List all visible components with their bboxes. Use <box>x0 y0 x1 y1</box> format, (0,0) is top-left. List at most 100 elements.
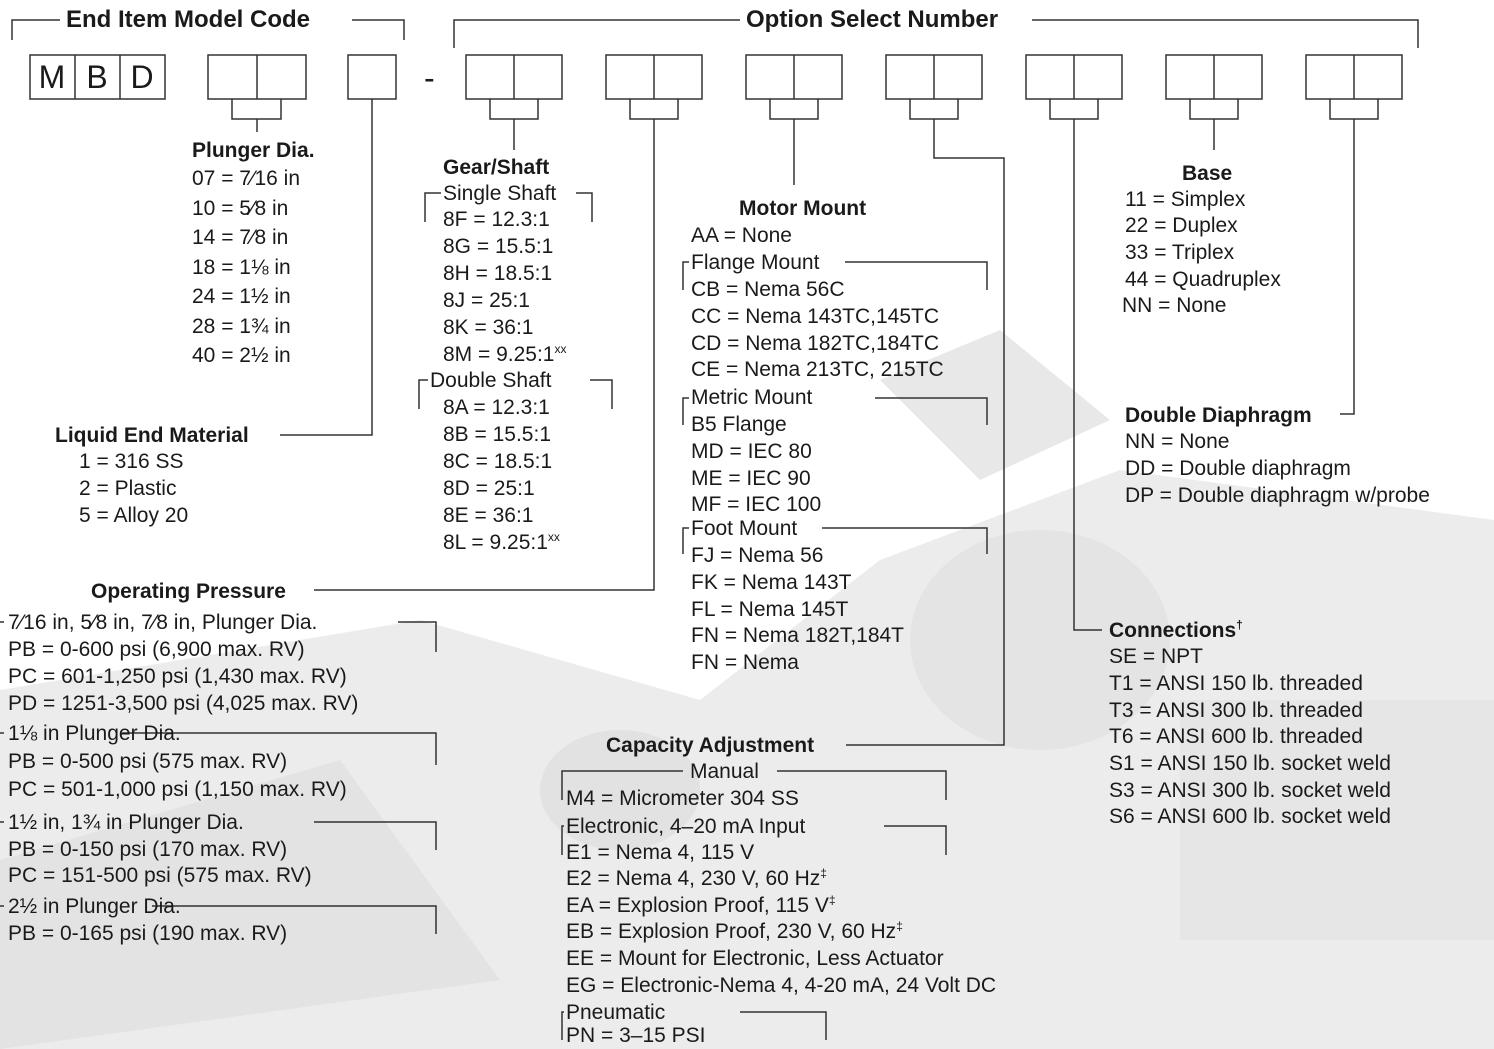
pressure-option: PD = 1251-3,500 psi (4,025 max. RV) <box>8 692 359 715</box>
connection-option: SE = NPT <box>1109 645 1203 668</box>
gear-option: 8B = 15.5:1 <box>443 423 552 446</box>
metric-mount-label: Metric Mount <box>691 386 813 409</box>
connection-option: S6 = ANSI 600 lb. socket weld <box>1109 805 1391 828</box>
gear-option: 8J = 25:1 <box>443 289 530 312</box>
flange-mount-label: Flange Mount <box>691 251 820 274</box>
motor-mount-option: FN = Nema 182T,184T <box>691 624 905 647</box>
motor-mount-option: FJ = Nema 56 <box>691 544 824 567</box>
motor-mount-option: MD = IEC 80 <box>691 440 812 463</box>
pressure-group-label: 2½ in Plunger Dia. <box>8 895 181 918</box>
footnote-mark: ‡ <box>828 893 836 907</box>
plunger-option: 28 = 1¾ in <box>192 315 291 338</box>
plunger-option: 07 = 7⁄16 in <box>192 167 301 190</box>
motor-mount-option: FN = Nema <box>691 651 799 674</box>
gear-option: 8E = 36:1 <box>443 504 534 527</box>
model-code-letter: D <box>130 59 154 95</box>
model-code-letter: M <box>38 59 66 95</box>
base-option: 44 = Quadruplex <box>1125 268 1281 291</box>
base-title: Base <box>1182 162 1233 185</box>
footnote-mark: ‡ <box>896 919 903 933</box>
base-option: 33 = Triplex <box>1125 241 1235 264</box>
plunger-option: 18 = 1⅛ in <box>192 256 291 279</box>
gear-option: 8D = 25:1 <box>443 477 535 500</box>
motor-mount-option: MF = IEC 100 <box>691 493 822 516</box>
capacity-title: Capacity Adjustment <box>606 734 815 757</box>
motor-mount-option: CC = Nema 143TC,145TC <box>691 305 940 328</box>
motor-mount-option: FK = Nema 143T <box>691 571 852 594</box>
diaphragm-option: DP = Double diaphragm w/probe <box>1125 484 1430 507</box>
gear-option: 8H = 18.5:1 <box>443 262 553 285</box>
liquid-end-option: 2 = Plastic <box>79 477 177 500</box>
connection-option: T6 = ANSI 600 lb. threaded <box>1109 725 1363 748</box>
gear-option: 8K = 36:1 <box>443 316 534 339</box>
plunger-option: 10 = 5⁄8 in <box>192 197 289 220</box>
motor-mount-option: B5 Flange <box>691 413 787 436</box>
model-code-header: End Item Model Code <box>60 5 317 35</box>
footnote-mark: xx <box>554 342 567 356</box>
connections-title: Connections† <box>1109 618 1243 642</box>
pressure-group-label: 1½ in, 1¾ in Plunger Dia. <box>8 811 244 834</box>
capacity-option: PN = 3–15 PSI <box>566 1024 706 1047</box>
pressure-option: PB = 0-600 psi (6,900 max. RV) <box>8 638 305 661</box>
connection-option: S3 = ANSI 300 lb. socket weld <box>1109 779 1391 802</box>
motor-mount-option: FL = Nema 145T <box>691 598 849 621</box>
connection-option: T1 = ANSI 150 lb. threaded <box>1109 672 1363 695</box>
pressure-option: PB = 0-165 psi (190 max. RV) <box>8 922 288 945</box>
base-option: NN = None <box>1122 294 1227 317</box>
pressure-option: PB = 0-500 psi (575 max. RV) <box>8 750 288 773</box>
base-option: 22 = Duplex <box>1125 214 1238 237</box>
liquid-end-option: 5 = Alloy 20 <box>79 504 189 527</box>
footnote-mark: † <box>1236 618 1243 632</box>
manual-label: Manual <box>690 760 759 783</box>
gear-option: 8F = 12.3:1 <box>443 208 550 231</box>
pressure-option: PC = 501-1,000 psi (1,150 max. RV) <box>8 778 347 801</box>
footnote-mark: xx <box>547 530 560 544</box>
capacity-option: E1 = Nema 4, 115 V <box>566 841 755 864</box>
pressure-option: PC = 601-1,250 psi (1,430 max. RV) <box>8 665 347 688</box>
diaphragm-option: DD = Double diaphragm <box>1125 457 1351 480</box>
motor-mount-option: CB = Nema 56C <box>691 278 845 301</box>
electronic-label: Electronic, 4–20 mA Input <box>566 815 806 838</box>
base-option: 11 = Simplex <box>1125 188 1246 211</box>
capacity-option: E2 = Nema 4, 230 V, 60 Hz‡ <box>566 866 827 890</box>
double-shaft-label: Double Shaft <box>430 369 552 392</box>
pressure-group-label: 1⅛ in Plunger Dia. <box>8 722 181 745</box>
foot-mount-label: Foot Mount <box>691 517 798 540</box>
motor-mount-option: CD = Nema 182TC,184TC <box>691 332 940 355</box>
motor-mount-option: CE = Nema 213TC, 215TC <box>691 358 944 381</box>
capacity-option: EE = Mount for Electronic, Less Actuator <box>566 947 944 970</box>
capacity-option: EA = Explosion Proof, 115 V‡ <box>566 893 836 917</box>
plunger-option: 14 = 7⁄8 in <box>192 226 289 249</box>
model-code-letter: B <box>86 59 108 95</box>
footnote-mark: ‡ <box>820 866 827 880</box>
pneumatic-label: Pneumatic <box>566 1001 666 1024</box>
liquid-end-option: 1 = 316 SS <box>79 450 184 473</box>
plunger-option: 40 = 2½ in <box>192 344 291 367</box>
motor-mount-option: AA = None <box>691 224 792 247</box>
motor-mount-title: Motor Mount <box>739 197 867 220</box>
gear-option: 8M = 9.25:1xx <box>443 342 567 366</box>
option-select-header: Option Select Number <box>740 5 1005 35</box>
pressure-group-label: 7⁄16 in, 5⁄8 in, 7⁄8 in, Plunger Dia. <box>8 611 318 634</box>
gear-option: 8L = 9.25:1xx <box>443 530 560 554</box>
liquid-end-title: Liquid End Material <box>55 424 249 447</box>
connection-option: T3 = ANSI 300 lb. threaded <box>1109 699 1363 722</box>
capacity-option: M4 = Micrometer 304 SS <box>566 787 799 810</box>
gear-option: 8G = 15.5:1 <box>443 235 554 258</box>
pressure-option: PC = 151-500 psi (575 max. RV) <box>8 864 312 887</box>
single-shaft-label: Single Shaft <box>443 182 557 205</box>
pressure-option: PB = 0-150 psi (170 max. RV) <box>8 838 288 861</box>
diaphragm-option: NN = None <box>1125 430 1230 453</box>
double-diaphragm-title: Double Diaphragm <box>1125 404 1312 427</box>
gear-shaft-title: Gear/Shaft <box>443 156 550 179</box>
connection-option: S1 = ANSI 150 lb. socket weld <box>1109 752 1391 775</box>
motor-mount-option: ME = IEC 90 <box>691 467 811 490</box>
plunger-option: 24 = 1½ in <box>192 285 291 308</box>
plunger-title: Plunger Dia. <box>192 139 315 162</box>
capacity-option: EB = Explosion Proof, 230 V, 60 Hz‡ <box>566 919 903 943</box>
gear-option: 8C = 18.5:1 <box>443 450 553 473</box>
capacity-option: EG = Electronic-Nema 4, 4-20 mA, 24 Volt… <box>566 974 997 997</box>
operating-pressure-title: Operating Pressure <box>91 580 286 603</box>
